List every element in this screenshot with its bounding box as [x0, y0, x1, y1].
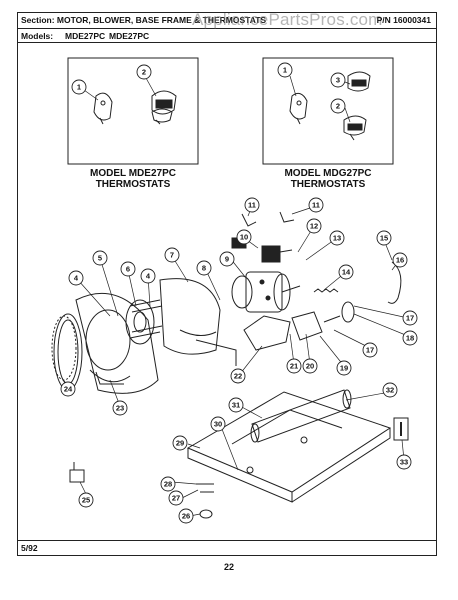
models-label: Models:	[21, 31, 54, 41]
inset-caption-right: MODEL MDG27PC THERMOSTATS	[263, 168, 393, 190]
callout-15: 15	[380, 234, 388, 243]
callout-24: 24	[64, 385, 73, 394]
callout-31: 31	[232, 401, 240, 410]
callout-23: 23	[116, 404, 124, 413]
callout-8: 8	[202, 264, 206, 273]
inset-caption-right-text: MODEL MDG27PC THERMOSTATS	[284, 168, 372, 190]
callout-14: 14	[342, 268, 351, 277]
thermostat-right-upper	[347, 71, 371, 92]
blower-wheel	[125, 299, 163, 345]
drive-belt	[387, 261, 402, 304]
callout-32: 32	[386, 386, 394, 395]
callout-11b: 11	[312, 201, 320, 210]
models-row: Models: MDE27PC MDE27PC	[17, 29, 437, 43]
footer: 5/92	[17, 540, 437, 556]
section-title: Section: MOTOR, BLOWER, BASE FRAME & THE…	[21, 15, 266, 25]
callout-4a: 4	[74, 274, 79, 283]
thermostat-right-lower	[343, 115, 367, 141]
callout-9: 9	[225, 255, 229, 264]
footer-date: 5/92	[21, 543, 38, 553]
section-label: Section:	[21, 15, 55, 25]
front-seal	[51, 315, 77, 381]
callout-labels: 1 2 1 3 2 4 5 6 4 7 8 9 10 11 11 12 13 1…	[64, 66, 414, 521]
motor-mount-bracket	[243, 311, 323, 351]
callout-inset-right-3: 3	[336, 76, 340, 85]
watermark: AppliancePartsPros.com	[192, 10, 383, 29]
section-header: Section: MOTOR, BLOWER, BASE FRAME & THE…	[17, 10, 437, 29]
motor-switch	[261, 245, 293, 263]
model-2: MDE27PC	[109, 31, 150, 41]
callout-4b: 4	[146, 272, 151, 281]
callout-33: 33	[400, 458, 408, 467]
drive-motor	[231, 271, 301, 313]
thermostat-bracket-left	[93, 92, 113, 125]
base-frame	[186, 391, 392, 503]
callout-27: 27	[172, 494, 180, 503]
idler-pulley	[323, 301, 355, 323]
section-title-text: MOTOR, BLOWER, BASE FRAME & THERMOSTATS	[56, 15, 267, 25]
callout-29: 29	[176, 439, 184, 448]
callout-5: 5	[98, 254, 102, 263]
callout-22: 22	[234, 372, 242, 381]
diagram-frame	[17, 12, 437, 556]
inset-box-left	[67, 57, 199, 165]
thermostat-bracket-right	[289, 92, 308, 125]
callout-17a: 17	[406, 314, 414, 323]
part-number: P/N 16000341	[376, 15, 431, 25]
callout-11a: 11	[248, 201, 256, 210]
inset-box-right	[262, 57, 394, 165]
thermostat-left	[151, 90, 177, 125]
leader-lines	[61, 75, 409, 517]
callout-inset-right-1: 1	[283, 66, 287, 75]
callout-26: 26	[182, 512, 190, 521]
inset-caption-left: MODEL MDE27PC THERMOSTATS	[68, 168, 198, 190]
callout-16: 16	[396, 256, 404, 265]
sensor-element	[393, 417, 409, 441]
inset-caption-left-text: MODEL MDE27PC THERMOSTATS	[90, 168, 176, 190]
callout-inset-left-2: 2	[142, 68, 146, 77]
callout-10: 10	[240, 233, 248, 242]
callout-30: 30	[214, 420, 222, 429]
callout-markers	[60, 62, 418, 524]
callout-inset-right-2: 2	[336, 102, 340, 111]
callout-21: 21	[290, 362, 298, 371]
spring	[313, 288, 339, 293]
callout-6: 6	[126, 265, 130, 274]
callout-28: 28	[164, 480, 172, 489]
page-number: 22	[223, 562, 234, 572]
leveling-legs	[196, 483, 214, 519]
blower-housing-rear	[159, 278, 237, 366]
callout-25: 25	[82, 496, 90, 505]
model-1: MDE27PC	[65, 31, 106, 41]
callout-12: 12	[310, 222, 318, 231]
callout-17b: 17	[366, 346, 374, 355]
terminal-block	[69, 462, 85, 483]
callout-13: 13	[333, 234, 341, 243]
callout-7: 7	[170, 251, 174, 260]
callout-19: 19	[340, 364, 348, 373]
callout-inset-left-1: 1	[77, 83, 81, 92]
callout-18: 18	[406, 334, 414, 343]
clips	[241, 211, 295, 227]
callout-20: 20	[306, 362, 314, 371]
